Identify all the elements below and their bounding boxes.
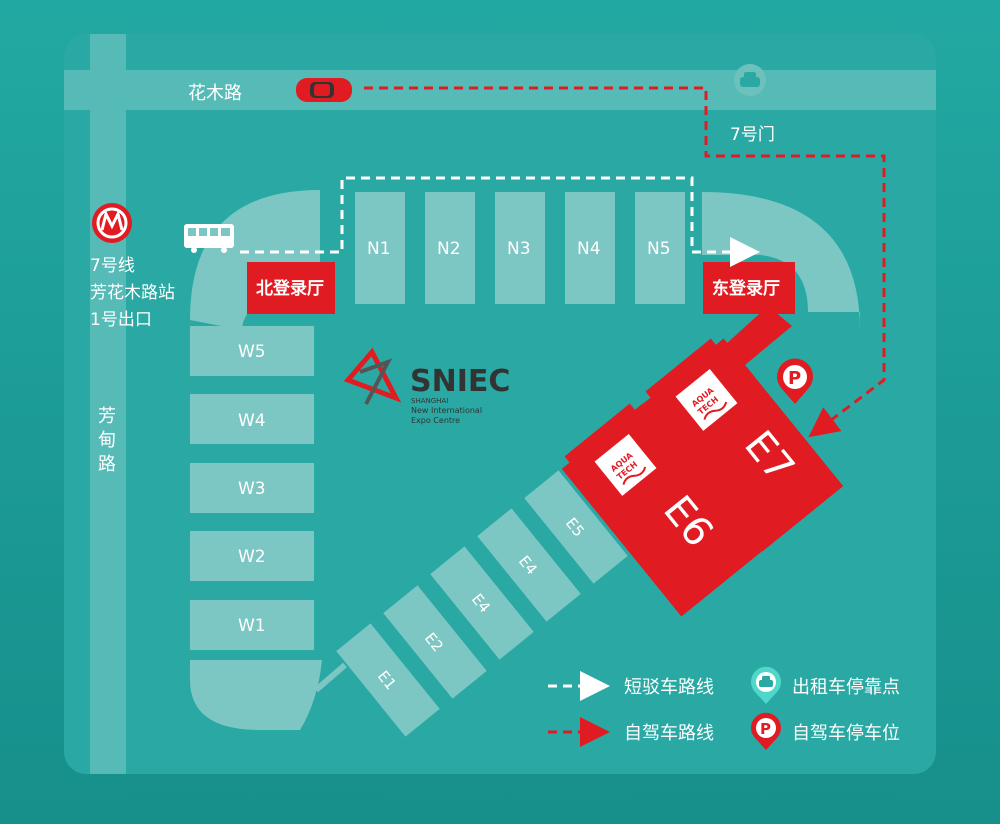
hall-e1[interactable] xyxy=(336,623,440,737)
hall-w5-label: W5 xyxy=(238,342,266,362)
huamu-road xyxy=(64,70,936,110)
north-registration-label: 北登录厅 xyxy=(256,278,324,299)
hall-n1[interactable] xyxy=(355,192,405,304)
hall-n4[interactable] xyxy=(565,192,615,304)
gate-7-label: 7号门 xyxy=(730,125,775,145)
hall-n4-label: N4 xyxy=(577,239,601,259)
legend-taxi-label: 出租车停靠点 xyxy=(792,677,900,698)
hall-n2-label: N2 xyxy=(437,239,461,259)
legend-taxi-icon xyxy=(751,666,782,704)
hall-w2-label: W2 xyxy=(238,547,266,567)
hall-w3-label: W3 xyxy=(238,479,266,499)
hall-n2[interactable] xyxy=(425,192,475,304)
hall-e5[interactable] xyxy=(524,470,628,584)
hall-e3[interactable] xyxy=(430,546,534,660)
sniec-logo-sub1: SHANGHAI xyxy=(411,397,448,405)
legend-parking-icon: P xyxy=(751,712,782,750)
hall-n5-label: N5 xyxy=(647,239,671,259)
fangdian-road xyxy=(90,34,126,774)
hall-n1-label: N1 xyxy=(367,239,391,259)
huamu-road-label: 花木路 xyxy=(188,83,242,104)
metro-line-label: 7号线 xyxy=(90,256,135,276)
east-small-halls: E1 E2 E4 E4 E5 xyxy=(336,470,628,737)
car-icon xyxy=(296,78,352,102)
shuttle-route xyxy=(240,176,760,267)
hall-e7-wave-icon xyxy=(703,401,728,420)
sniec-logo-sub2: New International xyxy=(411,406,482,415)
hall-e7[interactable]: AQUA TECH E7 xyxy=(638,332,844,552)
hall-w5[interactable] xyxy=(190,326,314,376)
legend-driving-label: 自驾车路线 xyxy=(624,723,714,744)
metro-exit-label: 1号出口 xyxy=(90,310,152,330)
parking-marker-glyph: P xyxy=(788,368,801,389)
east-registration[interactable] xyxy=(703,262,795,314)
hall-w3[interactable] xyxy=(190,463,314,513)
legend-parking-label: 自驾车停车位 xyxy=(792,723,900,744)
hall-e6-wave-icon xyxy=(622,466,647,485)
hall-e6-sign xyxy=(594,433,657,496)
legend: 短驳车路线 自驾车路线 出租车停靠点 P 自驾车停车位 xyxy=(548,666,900,750)
taxi-stop-icon xyxy=(734,64,766,96)
hall-w1-label: W1 xyxy=(238,616,266,636)
diagonal-connector xyxy=(314,662,347,693)
east-registration-label: 东登录厅 xyxy=(712,278,780,299)
north-halls: N1 N2 N3 N4 N5 xyxy=(355,192,685,304)
fangdian-road-label-3: 路 xyxy=(98,454,116,475)
fangdian-road-label-1: 芳 xyxy=(98,406,116,427)
metro-station-label: 芳花木路站 xyxy=(90,283,175,303)
hall-n3[interactable] xyxy=(495,192,545,304)
hall-w1[interactable] xyxy=(190,600,314,650)
svg-text:P: P xyxy=(760,720,771,738)
legend-shuttle-label: 短驳车路线 xyxy=(624,677,714,698)
sniec-logo-name: SNIEC xyxy=(410,364,510,399)
hall-w4[interactable] xyxy=(190,394,314,444)
hall-w4-label: W4 xyxy=(238,411,266,431)
west-halls: W5 W4 W3 W2 W1 xyxy=(190,326,314,650)
sniec-logo-sub3: Expo Centre xyxy=(411,416,460,425)
driving-route xyxy=(364,86,886,438)
northeast-corridor xyxy=(702,192,860,330)
southwest-corridor xyxy=(190,660,322,730)
hall-n5[interactable] xyxy=(635,192,685,304)
hall-n3-label: N3 xyxy=(507,239,531,259)
sniec-logo: SNIEC SHANGHAI New International Expo Ce… xyxy=(343,347,510,425)
hall-e7-sign xyxy=(675,368,738,431)
east-connector xyxy=(725,306,792,365)
north-registration[interactable] xyxy=(247,262,335,314)
bus-icon xyxy=(184,224,234,253)
hall-w2[interactable] xyxy=(190,531,314,581)
fangdian-road-label-2: 甸 xyxy=(98,430,116,451)
parking-marker[interactable]: P xyxy=(777,358,813,404)
hall-e6[interactable]: AQUA TECH E6 xyxy=(557,397,763,617)
hall-e4[interactable] xyxy=(477,508,581,622)
hall-e2[interactable] xyxy=(383,585,487,699)
metro-station[interactable]: 7号线 芳花木路站 1号出口 xyxy=(90,203,175,330)
